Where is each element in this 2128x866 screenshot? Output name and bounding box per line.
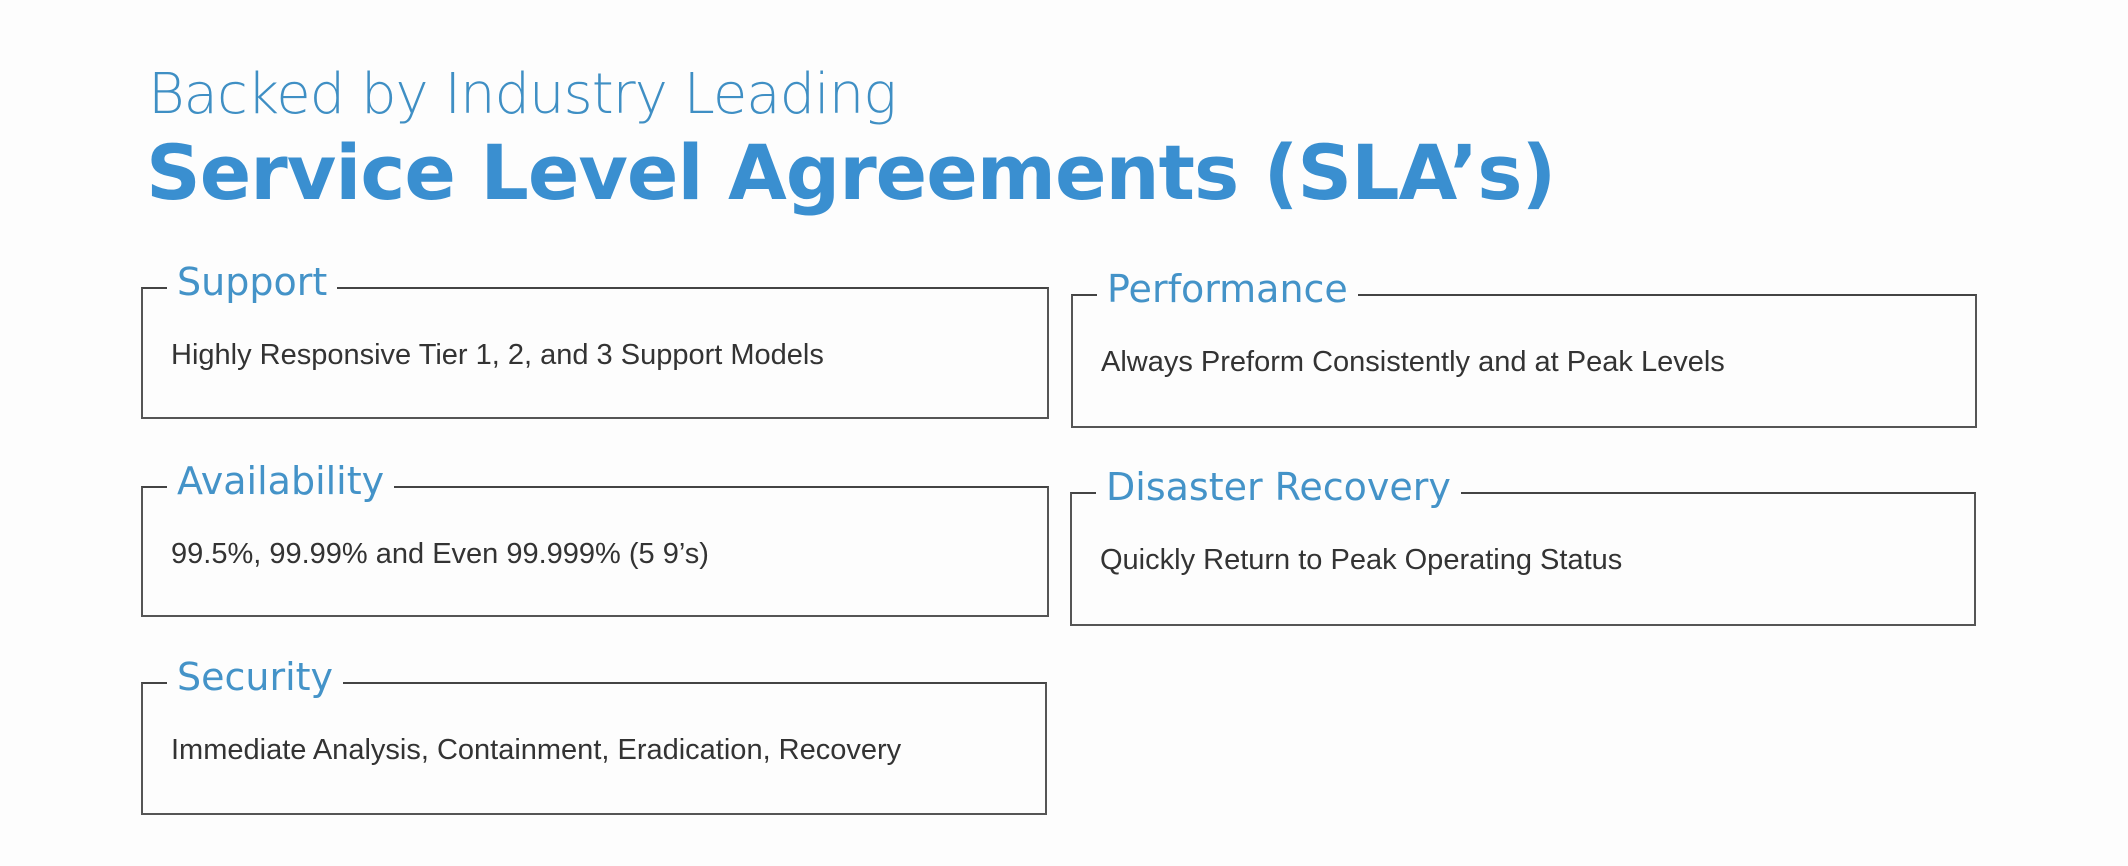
section-title: Disaster Recovery <box>1096 462 1461 512</box>
section-support: Support Highly Responsive Tier 1, 2, and… <box>141 257 1049 419</box>
section-performance: Performance Always Preform Consistently … <box>1071 264 1977 428</box>
section-text: Immediate Analysis, Containment, Eradica… <box>171 734 902 766</box>
section-text: Quickly Return to Peak Operating Status <box>1100 544 1623 576</box>
heading-title: Service Level Agreements (SLA’s) <box>146 128 1556 217</box>
section-text: 99.5%, 99.99% and Even 99.999% (5 9’s) <box>171 538 709 570</box>
section-disaster-recovery: Disaster Recovery Quickly Return to Peak… <box>1070 462 1976 626</box>
section-title: Availability <box>167 456 395 506</box>
section-availability: Availability 99.5%, 99.99% and Even 99.9… <box>141 456 1049 617</box>
section-security: Security Immediate Analysis, Containment… <box>141 652 1047 815</box>
section-text: Highly Responsive Tier 1, 2, and 3 Suppo… <box>171 339 824 371</box>
heading-subtitle: Backed by Industry Leading <box>148 62 897 127</box>
section-text: Always Preform Consistently and at Peak … <box>1101 346 1725 378</box>
section-title: Performance <box>1097 264 1358 314</box>
section-title: Support <box>167 257 338 307</box>
section-title: Security <box>167 652 344 702</box>
